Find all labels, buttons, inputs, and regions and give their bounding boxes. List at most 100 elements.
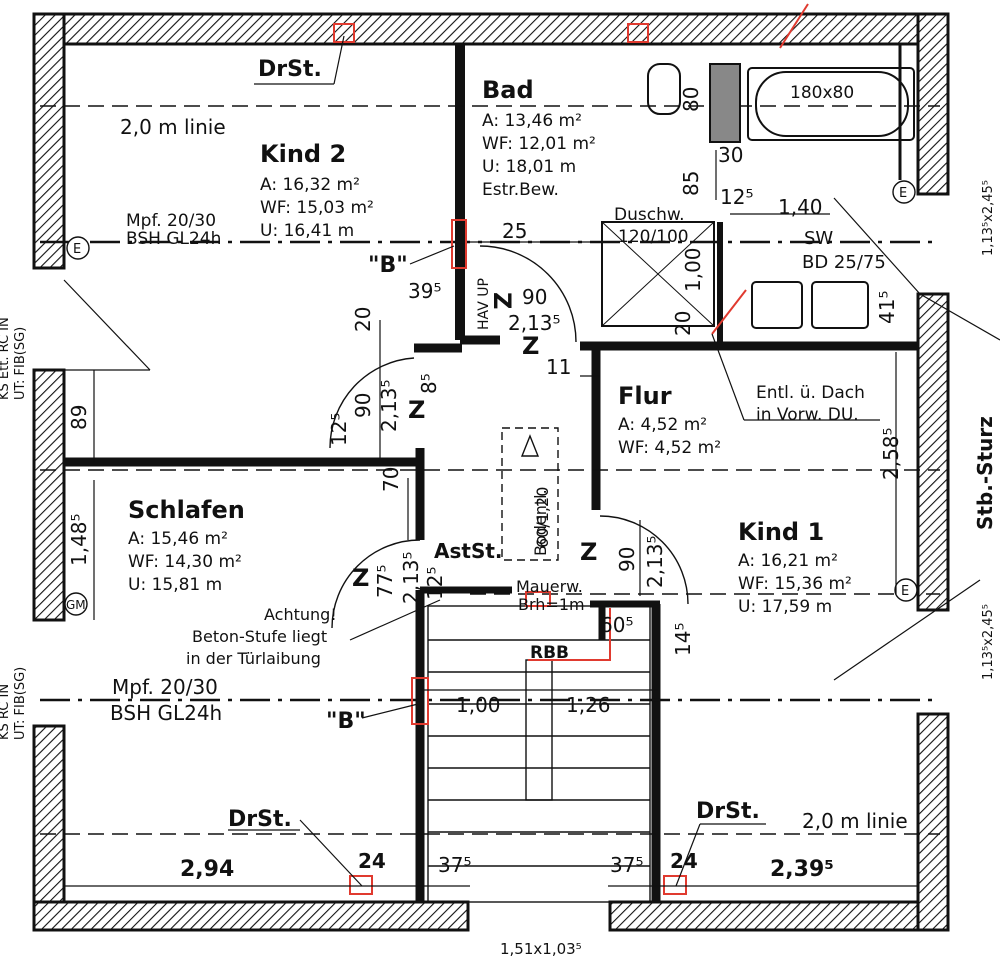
dim-2-13-b: 2,13⁵ — [377, 379, 401, 432]
dim-11: 11 — [546, 355, 571, 379]
room-name-kind1: Kind 1 — [738, 518, 824, 546]
dim-12-5: 12⁵ — [720, 185, 753, 209]
stairs — [427, 605, 651, 903]
dim-1-00-v: 1,00 — [681, 247, 705, 292]
label-stb-sturz: Stb.-Sturz — [973, 416, 997, 530]
dim-37-5-a: 37⁵ — [438, 853, 471, 877]
label-drst-bottom-left: DrSt. — [228, 807, 292, 832]
dim-2-94: 2,94 — [180, 857, 234, 882]
dim-85: 85 — [679, 171, 703, 196]
leader-lines — [63, 35, 1000, 887]
room-name-schlafen: Schlafen — [128, 496, 245, 524]
label-bodentl-size: 60/1,20 — [533, 487, 552, 548]
room-area-flur: A: 4,52 m² — [618, 415, 707, 435]
room-wf-schlafen: WF: 14,30 m² — [128, 552, 242, 572]
label-duschw: Duschw. — [614, 205, 685, 225]
interior-walls — [64, 44, 918, 902]
room-kind2: Kind 2 A: 16,32 m² WF: 15,03 m² U: 16,41… — [260, 140, 374, 241]
label-achtung-3: in der Türlaibung — [186, 649, 321, 668]
label-side-left-3: KS RC IN — [0, 684, 12, 740]
label-side-left-1: KS Ett. RC IN — [0, 317, 12, 400]
dim-12-5-b: 12⁵ — [327, 413, 351, 446]
room-wf-kind1: WF: 15,36 m² — [738, 574, 852, 594]
room-schlafen: Schlafen A: 15,46 m² WF: 14,30 m² U: 15,… — [128, 496, 245, 595]
room-kind1: Kind 1 A: 16,21 m² WF: 15,36 m² U: 17,59… — [738, 518, 852, 617]
dim-24-b: 24 — [670, 849, 698, 873]
label-achtung-2: Beton-Stufe liegt — [192, 627, 327, 646]
door-swings — [329, 245, 689, 629]
room-bad: Bad A: 13,46 m² WF: 12,01 m² U: 18,01 m … — [482, 76, 596, 200]
label-bsh-bottom: BSH GL24h — [110, 701, 222, 725]
label-drst-bottom-right: DrSt. — [696, 799, 760, 824]
label-rbb: RBB — [530, 643, 569, 663]
label-mpf-bottom: Mpf. 20/30 — [112, 675, 218, 699]
label-side-left-2: UT: FIB(SG) — [13, 327, 28, 400]
label-brh: Brh=1m — [518, 595, 585, 614]
label-duschw-size: 120/100 — [618, 227, 689, 247]
label-b-bottom: "B" — [326, 709, 366, 734]
label-side-left-4: UT: FIB(SG) — [13, 667, 28, 740]
sink-1 — [751, 281, 803, 329]
dim-90-b: 90 — [351, 393, 375, 418]
room-area-bad: A: 13,46 m² — [482, 111, 582, 131]
grid-label-e-2: E — [899, 186, 907, 201]
label-z-2: Z — [352, 564, 369, 592]
dim-1-26: 1,26 — [566, 693, 611, 717]
dim-14-5: 14⁵ — [671, 623, 695, 656]
label-z-4: Z — [580, 538, 597, 566]
dim-70: 70 — [379, 467, 403, 492]
dim-8-5: 8⁵ — [417, 373, 441, 394]
dim-39-5: 39⁵ — [408, 279, 441, 303]
sink-2 — [811, 281, 869, 329]
label-drst-top: DrSt. — [258, 57, 322, 82]
label-z-1: Z — [408, 396, 425, 424]
shaft — [709, 63, 741, 143]
room-flur: Flur A: 4,52 m² WF: 4,52 m² — [618, 382, 721, 458]
room-u-kind2: U: 16,41 m — [260, 221, 354, 241]
label-z-5: Z — [488, 292, 516, 309]
dashed-lines — [40, 105, 940, 835]
dim-2-13-a: 2,13⁵ — [508, 311, 561, 335]
toilet — [647, 63, 681, 115]
dim-2-13-d: 2,13⁵ — [643, 535, 667, 588]
room-area-kind2: A: 16,32 m² — [260, 175, 360, 195]
room-area-schlafen: A: 15,46 m² — [128, 529, 228, 549]
grid-label-gm: GM — [66, 598, 86, 612]
room-name-bad: Bad — [482, 76, 534, 104]
label-entl-2: in Vorw. DU. — [756, 405, 859, 425]
grid-label-e-3: E — [901, 584, 909, 599]
label-side-right-2: 1,13⁵x2,45⁵ — [981, 604, 996, 680]
dim-20-a: 20 — [671, 311, 695, 336]
room-area-kind1: A: 16,21 m² — [738, 551, 838, 571]
dim-1-40: 1,40 — [778, 195, 823, 219]
room-name-kind2: Kind 2 — [260, 140, 346, 168]
label-side-right-1: 1,13⁵x2,45⁵ — [981, 180, 996, 256]
dim-12-5-c: 12⁵ — [423, 567, 447, 600]
room-wf-bad: WF: 12,01 m² — [482, 134, 596, 154]
label-hav-up: HAV UP — [476, 278, 492, 330]
dim-24-a: 24 — [358, 849, 386, 873]
label-bathtub: 180x80 — [790, 83, 854, 103]
label-entl-1: Entl. ü. Dach — [756, 383, 865, 403]
room-u-kind1: U: 17,59 m — [738, 597, 832, 617]
red-markers — [333, 3, 809, 895]
dim-77-5: 77⁵ — [373, 565, 397, 598]
dim-41-5: 41⁵ — [875, 291, 899, 324]
dim-1-00-h: 1,00 — [456, 693, 501, 717]
room-name-flur: Flur — [618, 382, 672, 410]
dim-20-b: 20 — [351, 307, 375, 332]
dim-80: 80 — [679, 87, 703, 112]
outer-walls — [32, 12, 950, 932]
label-bd: BD 25/75 — [802, 252, 886, 273]
label-linie-bottom: 2,0 m linie — [802, 809, 908, 833]
dim-2-13-c: 2,13⁵ — [399, 551, 423, 604]
dim-89: 89 — [67, 405, 91, 430]
room-wf-kind2: WF: 15,03 m² — [260, 198, 374, 218]
dim-37-5-b: 37⁵ — [610, 853, 643, 877]
dimension-lines — [64, 150, 918, 887]
dim-90-c: 90 — [615, 547, 639, 572]
dim-30: 30 — [718, 143, 743, 167]
dim-90-a: 90 — [522, 285, 547, 309]
label-astst: AstSt. — [434, 539, 503, 563]
